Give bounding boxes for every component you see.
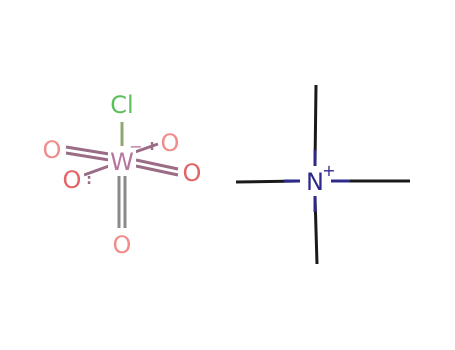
atom-o-lower-left: O <box>63 166 82 194</box>
bond-w-o-right <box>135 158 179 177</box>
atom-w-charge: − <box>129 137 142 156</box>
tetramethylammonium-cation: N + <box>235 84 410 265</box>
atom-o-left: O <box>43 136 62 164</box>
atom-o-down: O <box>113 231 132 259</box>
atom-n: N <box>306 168 324 196</box>
lone-pair-o-lower-left: : <box>86 172 92 188</box>
atom-o-upper-right: O <box>161 129 180 157</box>
tungstate-anion: W − Cl O : O O : O O <box>40 91 204 259</box>
lone-pair-o-upper-right: : <box>149 138 155 154</box>
bond-w-o-left <box>65 145 110 162</box>
bond-w-o-down <box>117 176 127 228</box>
bond-w-o-lower-left <box>83 164 110 177</box>
atom-cl: Cl <box>110 91 133 119</box>
atom-o-right: O <box>183 159 202 187</box>
bond-w-o-upper-right <box>134 142 159 154</box>
atom-n-charge: + <box>322 161 335 180</box>
atom-w: W <box>110 148 134 176</box>
